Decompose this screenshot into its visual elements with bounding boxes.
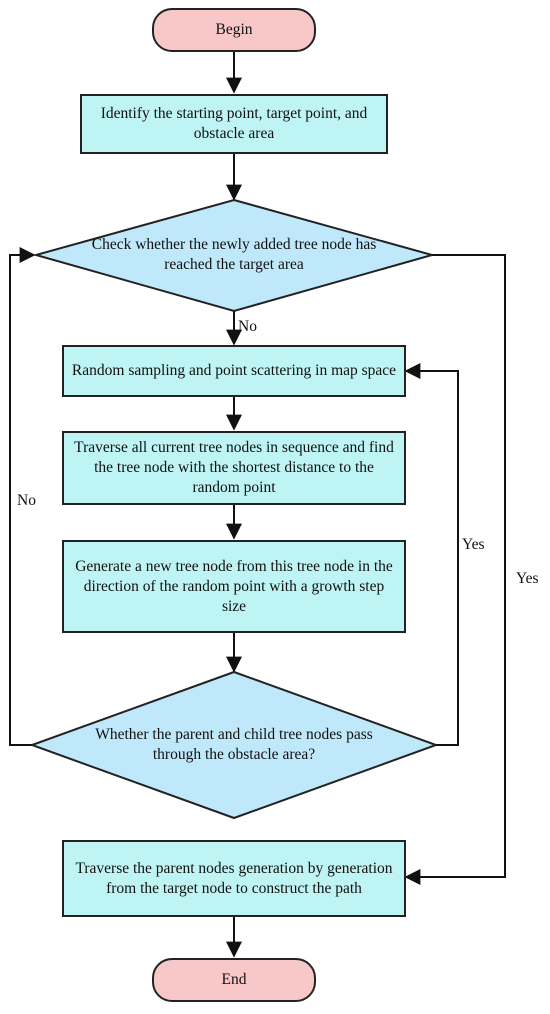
check-obstacle-label: Whether the parent and child tree nodes … [95, 726, 373, 763]
check-target-reached-label: Check whether the newly added tree node … [91, 236, 377, 273]
decision-shape-obstacle [29, 670, 439, 820]
edge-label-no-down: No [238, 318, 257, 335]
traverse-nodes-label: Traverse all current tree nodes in seque… [74, 439, 394, 496]
arrow-yes-resample [404, 363, 459, 746]
identify-label: Identify the starting point, target poin… [100, 105, 368, 142]
construct-path-process: Traverse the parent nodes generation by … [62, 840, 406, 917]
arrow-no-loop-back [9, 247, 36, 746]
generate-node-process: Generate a new tree node from this tree … [62, 540, 406, 633]
arrow-yes-to-construct [404, 254, 506, 885]
begin-terminal: Begin [152, 8, 316, 52]
random-sampling-process: Random sampling and point scattering in … [62, 345, 406, 397]
end-terminal: End [152, 958, 316, 1002]
begin-label: Begin [215, 21, 253, 38]
edge-label-no-loop: No [17, 492, 36, 509]
generate-node-label: Generate a new tree node from this tree … [75, 557, 393, 615]
random-sampling-label: Random sampling and point scattering in … [71, 362, 397, 379]
end-label: End [221, 971, 247, 988]
edge-label-yes-outer: Yes [516, 570, 539, 587]
identify-process: Identify the starting point, target poin… [80, 94, 388, 154]
traverse-nodes-process: Traverse all current tree nodes in seque… [62, 431, 406, 505]
edge-label-yes-inner: Yes [462, 536, 485, 553]
construct-path-label: Traverse the parent nodes generation by … [75, 859, 393, 897]
